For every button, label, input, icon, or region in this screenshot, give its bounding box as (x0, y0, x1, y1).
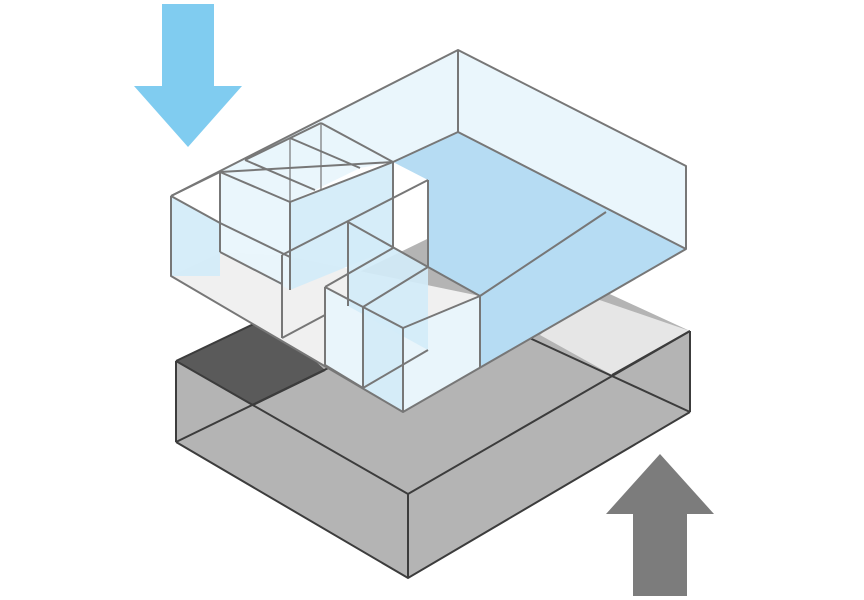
room-a-top-cell-3 (290, 123, 393, 168)
base-front-face (176, 361, 408, 578)
upper-volume (170, 49, 687, 413)
down-arrow-icon (134, 4, 242, 147)
upper-right-wall (458, 50, 686, 249)
room-b-mid (363, 307, 403, 412)
upper-front-left-wall (171, 196, 220, 276)
room-b-left (325, 287, 363, 388)
room-b-back (348, 222, 428, 350)
upper-back-right-wall (393, 132, 686, 367)
room-a-top-cell-2 (245, 138, 360, 190)
up-arrow-icon (606, 454, 714, 596)
upper-edges (170, 49, 687, 413)
base-front-right-face (408, 331, 690, 578)
